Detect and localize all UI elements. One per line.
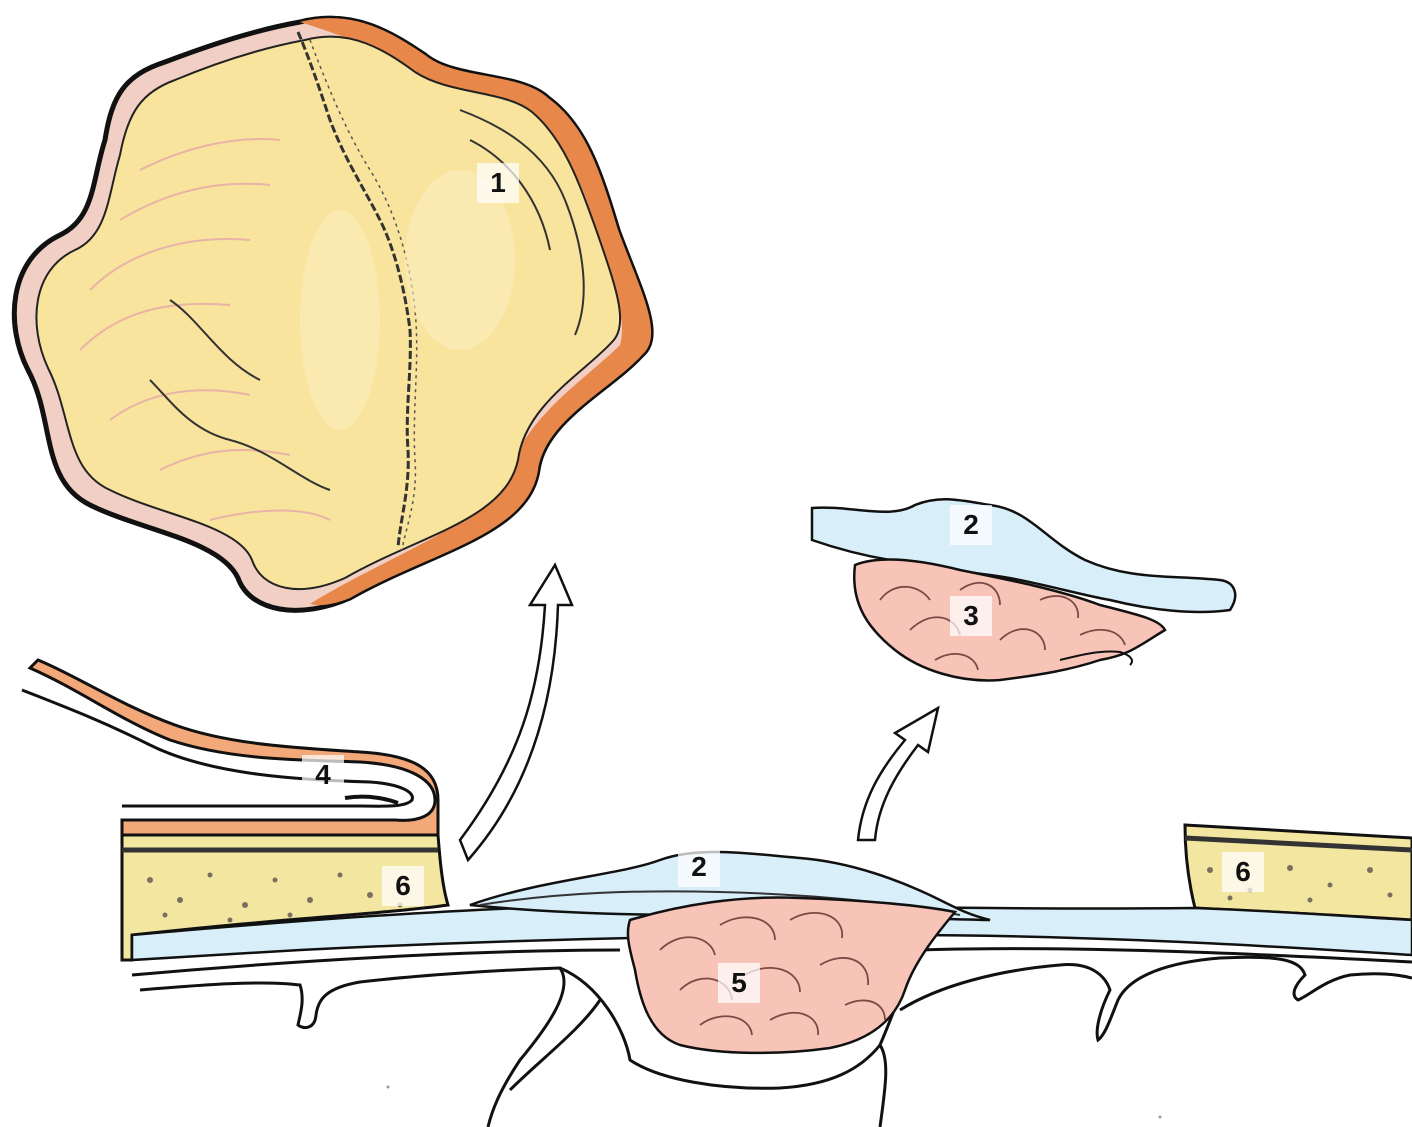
label-6-left: 6 <box>382 866 424 906</box>
label-4: 4 <box>302 755 344 795</box>
label-5: 5 <box>718 963 760 1003</box>
cyst-specimen <box>14 18 651 610</box>
label-2-top: 2 <box>950 505 992 545</box>
label-3: 3 <box>950 596 992 636</box>
label-1: 1 <box>477 163 519 203</box>
arrow-to-cyst <box>460 565 572 860</box>
label-2-bottom: 2 <box>678 847 720 887</box>
skin-flap <box>22 660 438 835</box>
tumor-mass <box>628 897 955 1052</box>
excised-specimen <box>812 499 1235 680</box>
label-6-right: 6 <box>1222 852 1264 892</box>
bone-right <box>1185 825 1412 920</box>
arrow-to-excised <box>858 708 938 840</box>
